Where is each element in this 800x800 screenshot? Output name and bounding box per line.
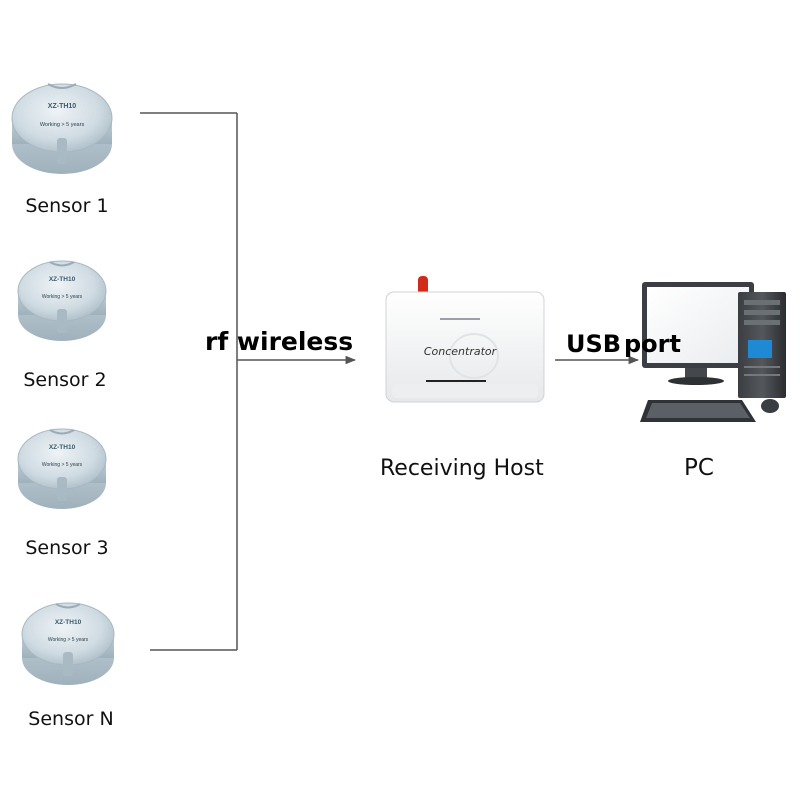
sensor-icon-2: XZ-TH10 Working > 5 years	[17, 260, 107, 341]
pc-label: PC	[684, 455, 714, 481]
pc-mouse	[761, 399, 779, 413]
sensor-1-note: Working > 5 years	[40, 122, 85, 128]
sensor-3-note: Working > 5 years	[42, 462, 83, 468]
host-face-text: Concentrator	[424, 345, 498, 358]
pc-computer-icon	[640, 282, 786, 422]
sensor-icon-n: XZ-TH10 Working > 5 years	[21, 602, 115, 685]
sensor-1-label: Sensor 1	[25, 195, 109, 217]
sensor-n-label: Sensor N	[28, 708, 114, 730]
port-label: port	[624, 330, 681, 358]
rf-wireless-label: rf wireless	[205, 327, 354, 356]
sensor-n-model: XZ-TH10	[55, 619, 82, 626]
sensor-2-model: XZ-TH10	[49, 276, 76, 283]
receiving-host-label: Receiving Host	[380, 456, 544, 481]
sensor-1-model: XZ-TH10	[48, 103, 77, 110]
sensor-3-model: XZ-TH10	[49, 444, 76, 451]
sensor-icon-1: XZ-TH10 Working > 5 years	[11, 83, 113, 174]
sensor-3-label: Sensor 3	[25, 537, 109, 559]
sensor-2-label: Sensor 2	[23, 369, 107, 391]
receiving-host-device: Concentrator	[385, 276, 545, 403]
sensor-n-note: Working > 5 years	[48, 637, 89, 643]
usb-label: USB	[566, 330, 622, 358]
sensor-2-note: Working > 5 years	[42, 294, 83, 300]
sensor-icon-3: XZ-TH10 Working > 5 years	[17, 428, 107, 509]
sensor-bus-lines	[140, 112, 640, 651]
